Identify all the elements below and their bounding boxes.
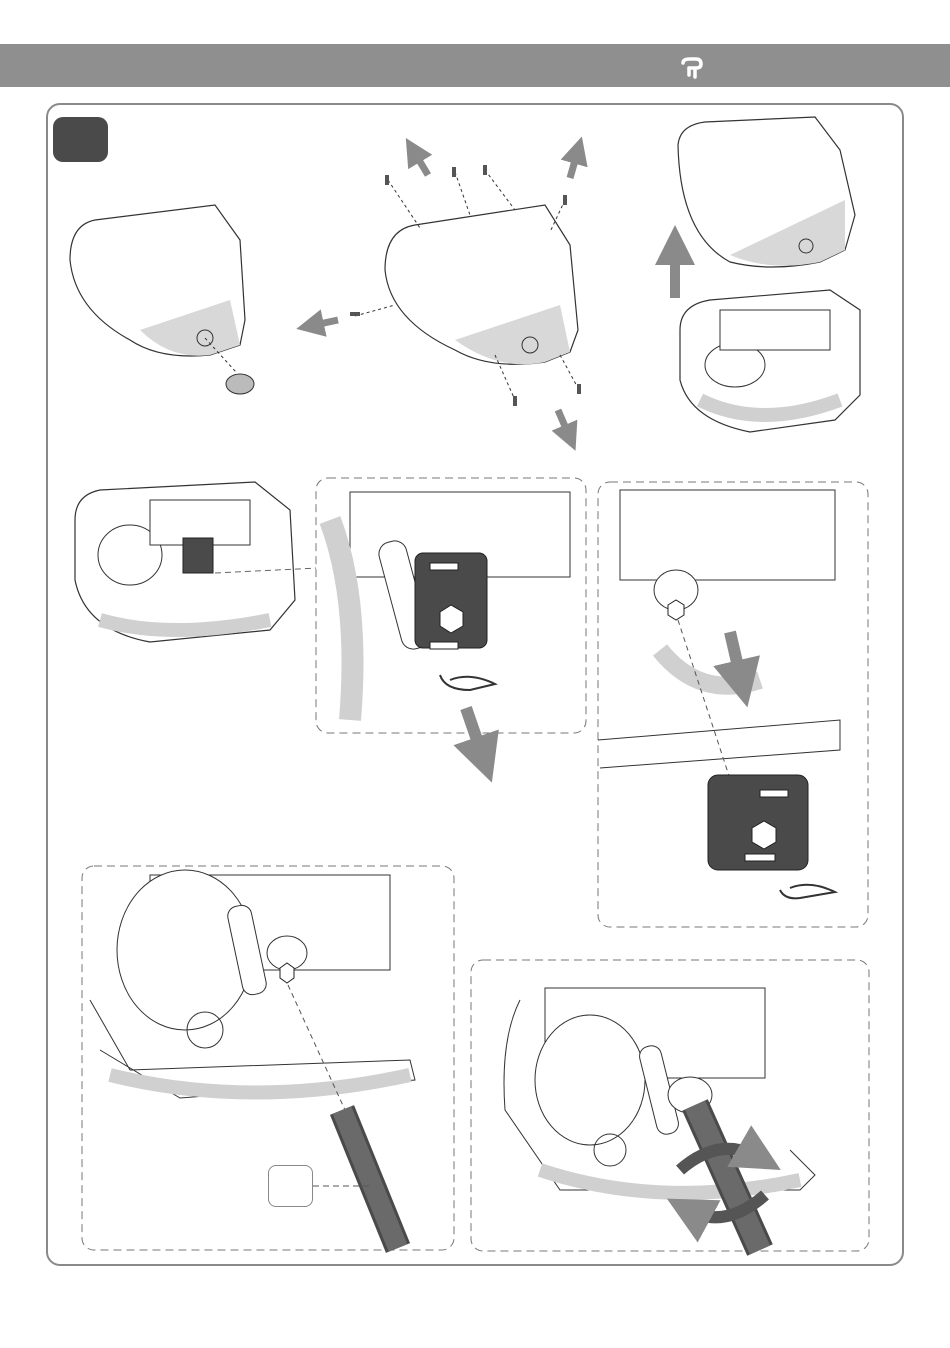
clutch-overview-figure	[75, 482, 318, 642]
cover-lift-figure	[675, 117, 860, 432]
wrench-rotate-figure	[471, 960, 869, 1251]
cover-screws-figure	[310, 150, 581, 438]
tool-callout-box	[268, 1165, 313, 1207]
clutch-removed-figure	[598, 482, 868, 927]
clutch-detail-figure	[316, 478, 586, 760]
cover-with-cap-figure	[70, 205, 254, 394]
